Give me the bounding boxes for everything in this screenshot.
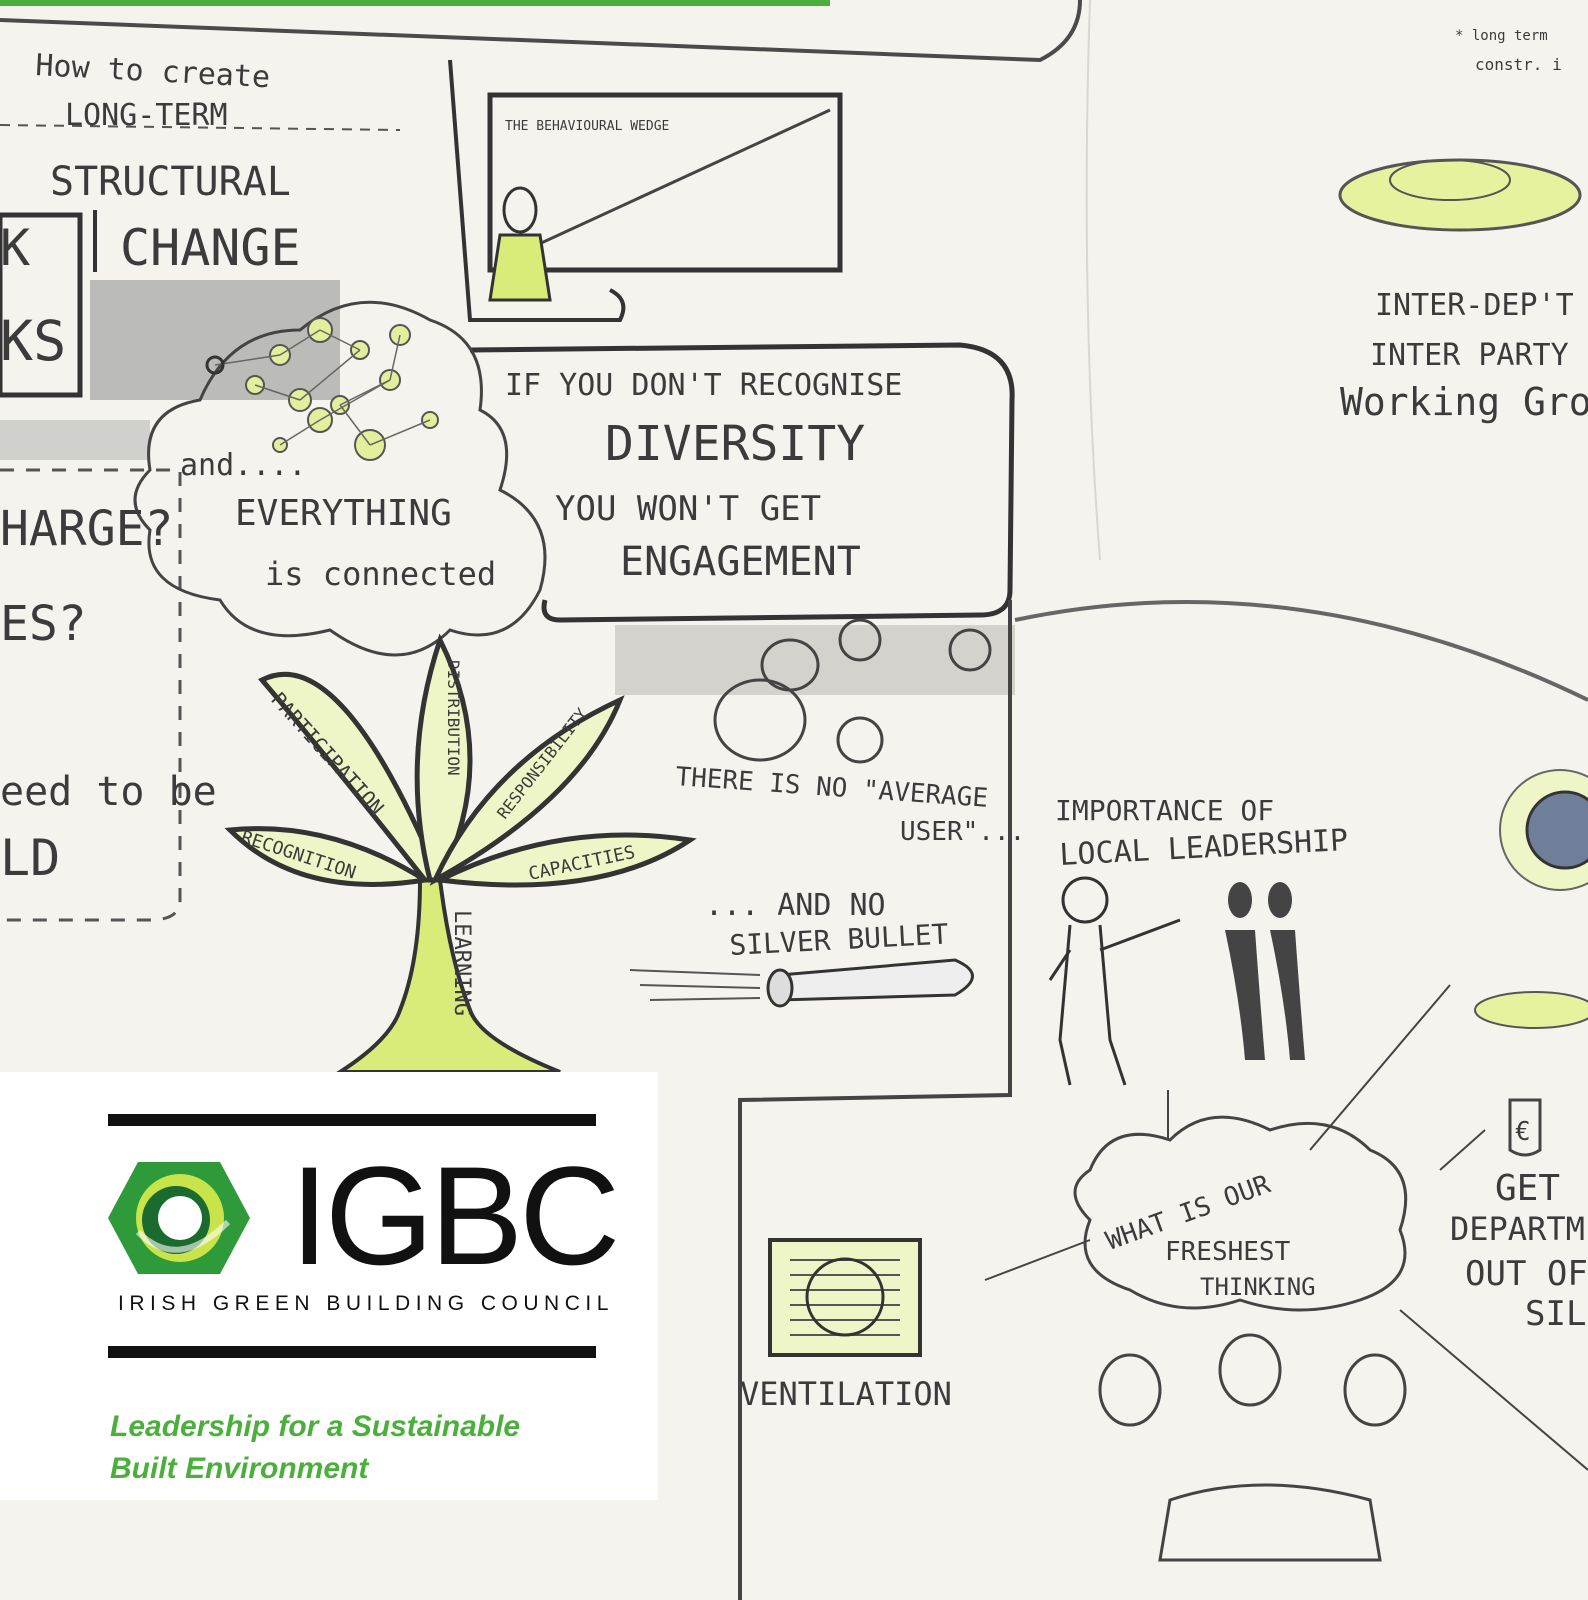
change: CHANGE <box>120 219 301 277</box>
quote-line-4: ENGAGEMENT <box>620 539 861 585</box>
fresh-2: FRESHEST <box>1165 1237 1291 1267</box>
long-term-note-1: * long term <box>1455 28 1548 44</box>
quote-line-3: YOU WON'T GET <box>555 489 821 529</box>
logo-subtitle: IRISH GREEN BUILDING COUNCIL <box>118 1292 614 1315</box>
learning-text: LEARNING <box>449 910 474 1016</box>
tagline: Leadership for a Sustainable Built Envir… <box>110 1406 630 1490</box>
igbc-wordmark: IGBC <box>290 1137 620 1294</box>
leadership-2: LOCAL LEADERSHIP <box>1059 823 1349 873</box>
and-text: and.... <box>180 448 306 483</box>
tagline-line-2: Built Environment <box>110 1452 369 1485</box>
ks-text: KS <box>0 309 66 373</box>
leaf-distribution: DISTRIBUTION <box>444 660 463 776</box>
k-text: K <box>0 219 30 277</box>
need-to-be-text: eed to be <box>0 769 217 815</box>
structural: STRUCTURAL <box>50 159 291 205</box>
get-2: DEPARTM <box>1450 1210 1585 1248</box>
wedge-text: THE BEHAVIOURAL WEDGE <box>505 119 669 134</box>
get-3: OUT OF <box>1465 1254 1588 1294</box>
leadership-1: IMPORTANCE OF <box>1055 794 1274 827</box>
logo-top-rule <box>108 1114 596 1126</box>
igbc-ring-logo-icon <box>108 1162 250 1274</box>
inter-1: INTER-DEP'T <box>1375 288 1574 323</box>
euro-sign: € <box>1515 1117 1531 1147</box>
tagline-line-1: Leadership for a Sustainable <box>110 1410 521 1443</box>
quote-line-2: DIVERSITY <box>605 416 865 472</box>
es-text: ES? <box>0 596 87 652</box>
everything-text: EVERYTHING <box>235 493 452 534</box>
no-average-1: THERE IS NO "AVERAGE <box>675 762 989 814</box>
charge-text: HARGE? <box>0 501 173 557</box>
get-1: GET <box>1495 1168 1560 1209</box>
igbc-logo-card: IGBC IRISH GREEN BUILDING COUNCIL Leader… <box>0 1072 658 1500</box>
get-4: SIL <box>1525 1294 1586 1334</box>
inter-2: INTER PARTY <box>1370 338 1569 373</box>
ld-text: LD <box>0 829 60 887</box>
logo-bottom-rule <box>108 1346 596 1358</box>
top-green-bar <box>0 0 830 6</box>
long-term-heading: How to create <box>35 48 271 95</box>
quote-line-1: IF YOU DON'T RECOGNISE <box>505 368 902 403</box>
long-term-note-2: constr. i <box>1475 55 1562 74</box>
connected-text: is connected <box>265 555 496 593</box>
no-average-2: USER"... <box>900 817 1025 847</box>
fresh-3: THINKING <box>1200 1273 1316 1301</box>
silver-2: SILVER BULLET <box>729 918 950 962</box>
ventilation-text: VENTILATION <box>740 1375 952 1413</box>
long-term: LONG-TERM <box>65 98 228 133</box>
inter-3: Working Gro <box>1340 380 1588 424</box>
silver-1: ... AND NO <box>705 888 886 923</box>
